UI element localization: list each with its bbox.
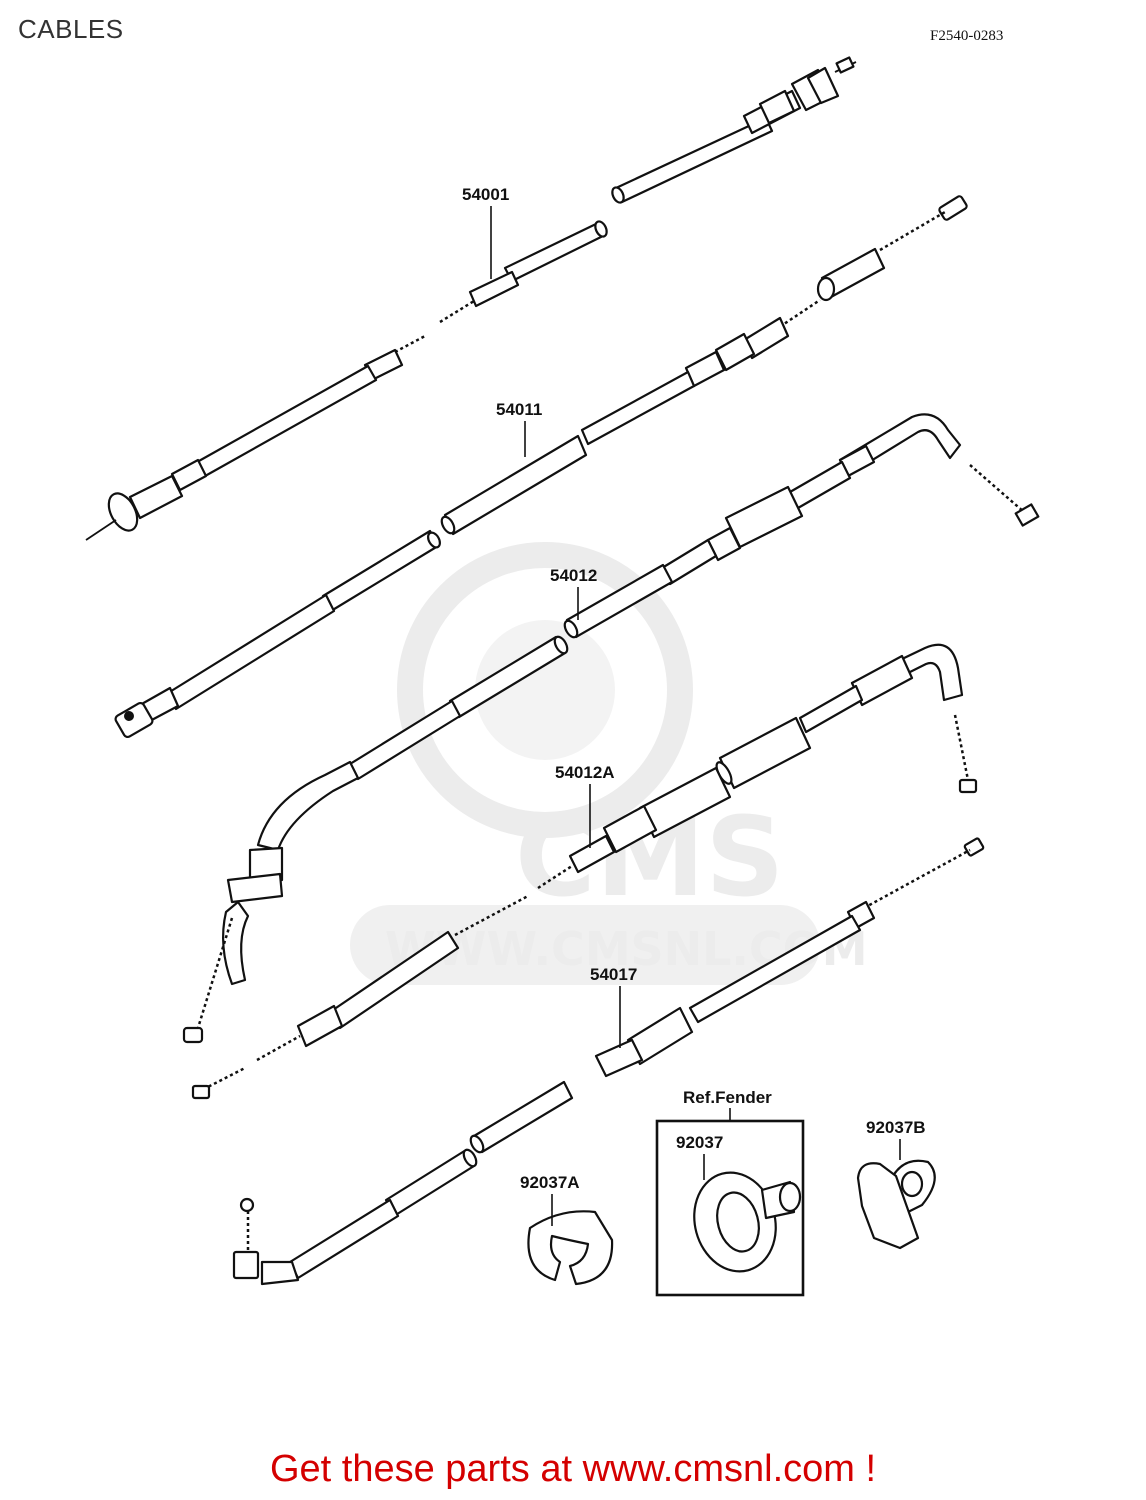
footer-link-text[interactable]: Get these parts at www.cmsnl.com ! — [269, 1448, 877, 1490]
parts-diagram: CMS WWW.CMSNL.COM — [85, 56, 1040, 1297]
part-label-54017: 54017 — [590, 965, 637, 1048]
svg-text:54012A: 54012A — [555, 763, 615, 782]
part-label-54011: 54011 — [496, 400, 542, 457]
part-label-54012A: 54012A — [555, 763, 615, 848]
svg-text:92037B: 92037B — [866, 1118, 926, 1137]
cms-watermark: CMS WWW.CMSNL.COM — [350, 542, 868, 985]
svg-text:Ref.Fender: Ref.Fender — [683, 1088, 772, 1107]
clamp-92037A — [527, 1210, 614, 1286]
svg-text:92037A: 92037A — [520, 1173, 580, 1192]
drawing-code: F2540-0283 — [930, 28, 1004, 44]
cable-54017 — [232, 837, 985, 1286]
clamp-92037B — [856, 1159, 936, 1250]
cable-54012 — [182, 413, 1040, 1044]
part-label-54001: 54001 — [462, 185, 509, 279]
page-title: CABLES — [18, 14, 124, 44]
svg-text:54011: 54011 — [496, 400, 542, 419]
cable-54012A — [191, 643, 978, 1100]
ref-fender-label: Ref.Fender — [683, 1088, 772, 1121]
svg-text:54017: 54017 — [590, 965, 637, 984]
svg-text:54001: 54001 — [462, 185, 509, 204]
part-label-92037: 92037 — [676, 1133, 723, 1180]
part-label-54012: 54012 — [550, 566, 597, 620]
clamp-92037 — [693, 1171, 802, 1273]
cable-54011 — [114, 195, 968, 739]
part-label-92037A: 92037A — [520, 1173, 580, 1226]
part-label-92037B: 92037B — [866, 1118, 926, 1160]
svg-text:54012: 54012 — [550, 566, 597, 585]
svg-text:92037: 92037 — [676, 1133, 723, 1152]
cable-54001 — [85, 56, 857, 541]
